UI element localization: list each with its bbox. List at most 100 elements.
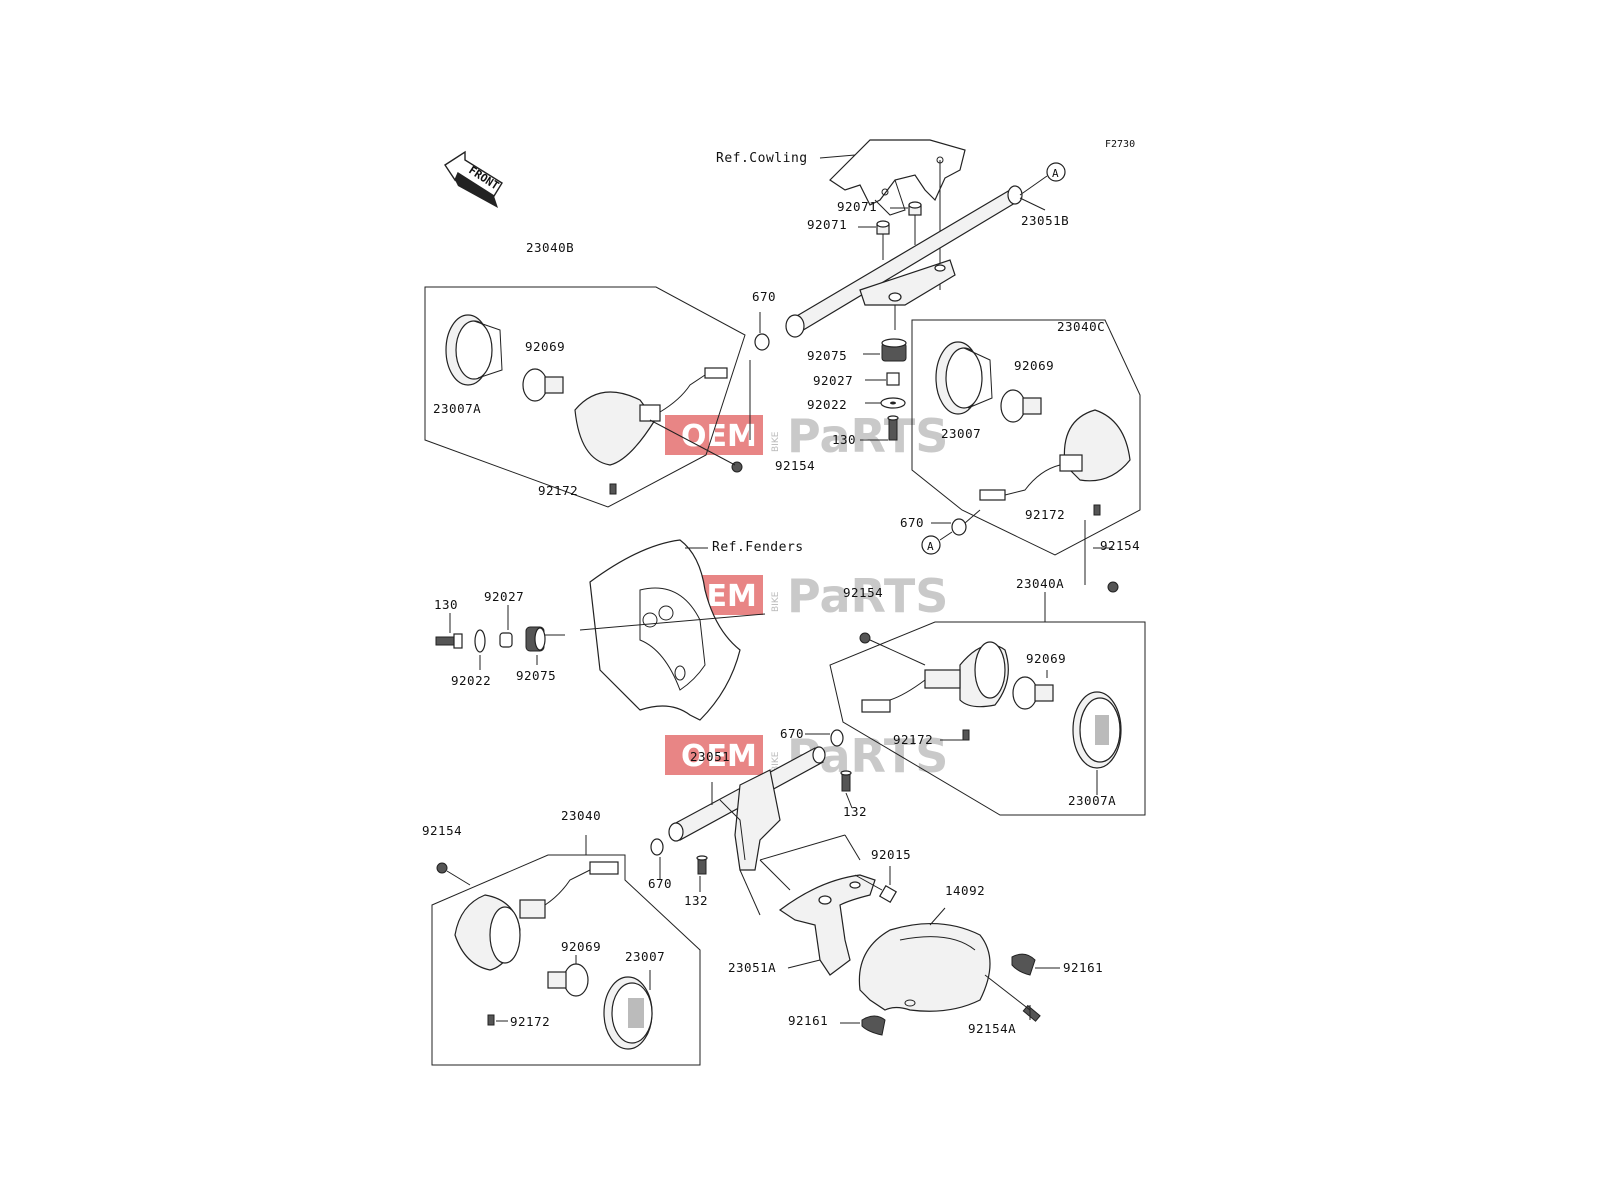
bulb-92069-upper-right	[1000, 389, 1042, 423]
label-92172: 92172	[510, 1014, 550, 1029]
pad-92161-left	[861, 1015, 886, 1036]
svg-text:OEM: OEM	[681, 419, 757, 454]
ref-fenders-label: Ref.Fenders	[712, 540, 804, 555]
label-92154: 92154	[775, 458, 815, 473]
label-92022: 92022	[807, 397, 847, 412]
label-92071: 92071	[837, 199, 877, 214]
ref-cowling-label: Ref.Cowling	[716, 151, 808, 166]
label-23040a: 23040A	[1016, 576, 1064, 591]
bolt-132-right	[840, 770, 852, 792]
bolt-132-left	[696, 855, 708, 875]
label-23007: 23007	[941, 426, 981, 441]
oring-670-mid	[830, 729, 844, 747]
svg-text:OEM: OEM	[681, 739, 757, 774]
label-23040c: 23040C	[1057, 319, 1105, 334]
label-23051b: 23051B	[1021, 213, 1069, 228]
rubber-92075-upper	[881, 338, 907, 362]
bulb-92069-lower-left	[547, 963, 589, 997]
label-92161: 92161	[788, 1013, 828, 1028]
label-92172: 92172	[1025, 507, 1065, 522]
grommet-92071-b	[876, 220, 890, 235]
callout-a-top	[1046, 162, 1066, 182]
watermark-2: OEM BIKE PaRTS	[665, 569, 948, 623]
svg-text:BIKE: BIKE	[771, 431, 781, 452]
group-23040c-outline	[911, 319, 1141, 556]
collar-92027-left	[499, 632, 513, 648]
label-92027: 92027	[813, 373, 853, 388]
grommet-92071-a	[908, 201, 922, 216]
nut-92154-upper-right	[1107, 581, 1119, 593]
label-23007a: 23007A	[1068, 793, 1116, 808]
label-92069: 92069	[1026, 651, 1066, 666]
oring-670-lower	[650, 838, 664, 856]
svg-text:BIKE: BIKE	[771, 751, 781, 772]
bulb-92069-upper-left	[522, 368, 564, 402]
rear-fender	[579, 539, 766, 721]
label-23040b: 23040B	[526, 240, 574, 255]
label-132: 132	[684, 893, 708, 908]
bolt-130-left	[435, 633, 463, 649]
nut-92154-upper-left	[731, 461, 743, 473]
nut-92154-mid	[859, 632, 871, 644]
bulb-92069-mid	[1012, 676, 1054, 710]
watermark-3: OEM BIKE PaRTS	[665, 729, 948, 783]
label-23051a: 23051A	[728, 960, 776, 975]
label-92071: 92071	[807, 217, 847, 232]
label-23007: 23007	[625, 949, 665, 964]
label-92161: 92161	[1063, 960, 1103, 975]
bolt-92154a	[1022, 1004, 1041, 1022]
front-arrow-icon: FRONT	[444, 150, 503, 208]
label-670: 670	[752, 289, 776, 304]
svg-text:BIKE: BIKE	[771, 591, 781, 612]
label-92069: 92069	[525, 339, 565, 354]
bolt-130-upper	[887, 415, 899, 441]
oring-670-right	[951, 518, 967, 536]
watermark-1: OEM BIKE PaRTS	[665, 409, 948, 463]
label-92154: 92154	[422, 823, 462, 838]
housing-23040c	[979, 409, 1131, 501]
label-130: 130	[434, 597, 458, 612]
plate-bracket-23051a	[778, 874, 876, 976]
washer-92022-upper	[880, 397, 906, 409]
nut-92154-lower-left	[436, 862, 448, 874]
cowling-bracket	[829, 139, 966, 216]
screw-92172-mid	[962, 729, 970, 741]
label-92154: 92154	[1100, 538, 1140, 553]
group-23040b-outline	[424, 286, 746, 508]
clip-92015	[878, 884, 898, 904]
label-670: 670	[780, 726, 804, 741]
label-92154a: 92154A	[968, 1021, 1016, 1036]
lens-23007a-mid	[1072, 691, 1122, 769]
label-92075: 92075	[807, 348, 847, 363]
svg-text:PaRTS: PaRTS	[787, 409, 948, 463]
label-92154: 92154	[843, 585, 883, 600]
pad-92161-right	[1011, 953, 1036, 976]
washer-92022-left	[474, 629, 486, 653]
part-labels: 23040B 92069 23007A 92172 92154 670 9207…	[422, 199, 1140, 1036]
housing-23040a	[861, 641, 1009, 713]
label-92022: 92022	[451, 673, 491, 688]
label-14092: 14092	[945, 883, 985, 898]
label-23040: 23040	[561, 808, 601, 823]
label-132: 132	[843, 804, 867, 819]
label-130: 130	[832, 432, 856, 447]
housing-23040b	[574, 367, 728, 466]
label-92075: 92075	[516, 668, 556, 683]
svg-text:PaRTS: PaRTS	[787, 569, 948, 623]
label-92069: 92069	[1014, 358, 1054, 373]
label-92069: 92069	[561, 939, 601, 954]
collar-92027-upper	[886, 372, 900, 386]
housing-23040	[454, 861, 619, 971]
screw-92172-upper-left	[609, 483, 617, 495]
label-92172: 92172	[538, 483, 578, 498]
label-23051: 23051	[690, 749, 730, 764]
lens-23007-upper-right	[935, 341, 993, 415]
label-92027: 92027	[484, 589, 524, 604]
svg-text:A: A	[927, 540, 934, 553]
group-23040a-outline	[829, 621, 1146, 816]
upper-stay-23051b	[785, 185, 1023, 338]
label-670: 670	[648, 876, 672, 891]
label-92015: 92015	[871, 847, 911, 862]
callout-a-bottom	[921, 535, 941, 555]
